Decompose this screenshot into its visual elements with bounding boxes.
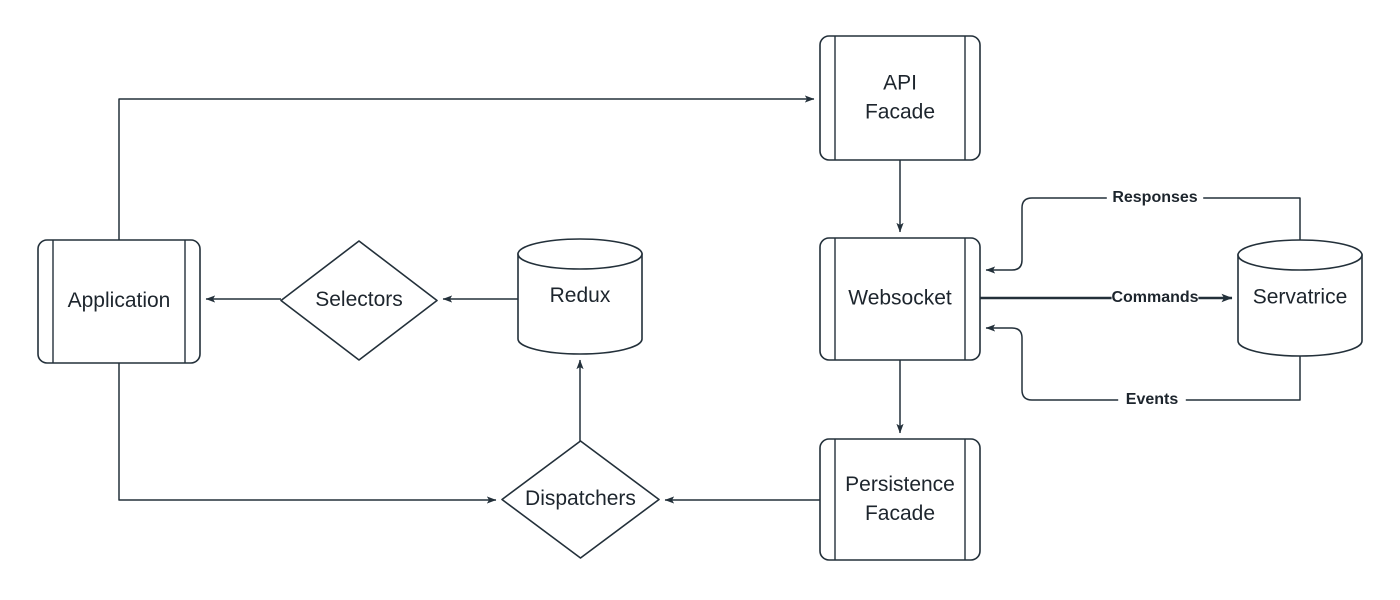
node-label: Websocket: [848, 287, 952, 310]
node-label: Selectors: [315, 288, 403, 311]
node-body: [819, 35, 981, 161]
node-top-ellipse: [517, 238, 643, 270]
edge-label-text: Responses: [1112, 189, 1197, 206]
node-label: Servatrice: [1253, 286, 1348, 309]
node-body: [37, 239, 201, 364]
edge-label-websocket-commands-to-servatrice: Commands: [1111, 287, 1199, 309]
node-label: API: [883, 72, 917, 95]
edge-servatrice-responses-to-websocket: [985, 197, 1301, 274]
edge-label-backing: [1111, 287, 1199, 309]
node-body: [1237, 254, 1363, 357]
edge-label-text: Commands: [1111, 289, 1198, 306]
node-top-ellipse: [1237, 239, 1363, 271]
edge-label-servatrice-responses-to-websocket: Responses: [1106, 187, 1204, 209]
node-body: [819, 438, 981, 561]
node-body: [517, 253, 643, 355]
node-servatrice[interactable]: Servatrice: [1237, 239, 1363, 357]
node-websocket[interactable]: Websocket: [819, 237, 981, 361]
node-label: Redux: [550, 284, 611, 307]
node-api_facade[interactable]: API Facade: [819, 35, 981, 161]
node-label: Persistence: [845, 473, 955, 496]
node-dispatchers[interactable]: Dispatchers: [501, 440, 660, 559]
edge-label-backing: [1118, 389, 1186, 411]
edge-label-text: Events: [1126, 391, 1179, 408]
node-label: Facade: [865, 101, 935, 124]
edge-application-to-api-facade: [118, 95, 815, 240]
edge-label-backing: [1106, 187, 1204, 209]
node-redux[interactable]: Redux: [517, 238, 643, 355]
node-selectors[interactable]: Selectors: [280, 240, 438, 361]
node-label: Dispatchers: [525, 487, 636, 510]
edge-servatrice-events-to-websocket: [985, 324, 1301, 401]
node-body: [501, 440, 660, 559]
edge-application-to-dispatchers: [118, 363, 497, 504]
node-label: Facade: [865, 502, 935, 525]
node-body: [280, 240, 438, 361]
edge-label-servatrice-events-to-websocket: Events: [1118, 389, 1186, 411]
node-label: Application: [68, 289, 171, 312]
node-application[interactable]: Application: [37, 239, 201, 364]
node-body: [819, 237, 981, 361]
